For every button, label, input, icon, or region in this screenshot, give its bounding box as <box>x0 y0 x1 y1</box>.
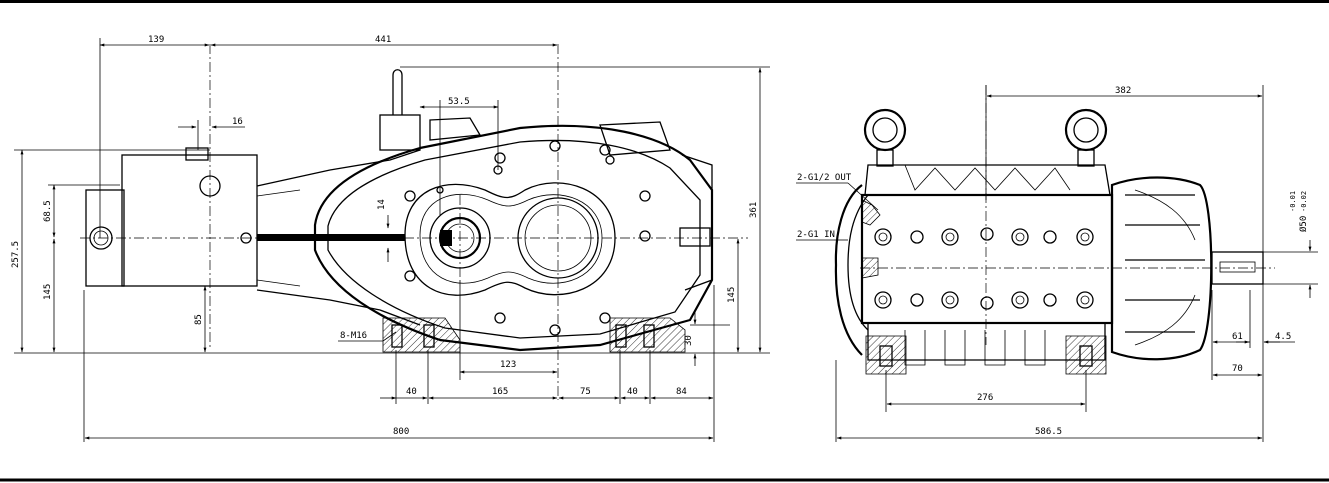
dim-shaft-diameter: Ø50 <box>1298 216 1309 232</box>
bearing-flange <box>681 154 713 291</box>
dim-361: 361 <box>749 202 759 218</box>
label-outlet: 2-G1/2 OUT <box>797 173 852 183</box>
foot-right <box>1065 335 1107 375</box>
manifold-ports <box>874 227 1094 310</box>
dim-165: 165 <box>492 387 508 397</box>
dim-145-right: 145 <box>727 287 737 303</box>
gear-cover <box>404 182 616 296</box>
front-dimensions: 139 441 16 53.5 14 257.5 68.5 145 85 361… <box>11 35 770 442</box>
label-8-m16: 8-M16 <box>340 331 367 341</box>
dim-shaft-tol-lower: -0.02 <box>1300 191 1308 212</box>
lifting-handle <box>392 69 403 115</box>
dim-586-5: 586.5 <box>1035 427 1062 437</box>
dim-70: 70 <box>1232 364 1243 374</box>
side-view <box>834 85 1275 375</box>
dim-shaft-tol-upper: -0.01 <box>1289 191 1297 212</box>
dim-14: 14 <box>377 199 387 210</box>
lifting-eye-right-icon <box>1064 108 1108 152</box>
mounting-feet <box>382 317 686 353</box>
dim-53-5: 53.5 <box>448 97 470 107</box>
dim-16: 16 <box>232 117 243 127</box>
dim-68-5: 68.5 <box>43 200 53 222</box>
crankcase-outline <box>313 124 714 352</box>
dim-441: 441 <box>375 35 391 45</box>
dim-139: 139 <box>148 35 164 45</box>
dim-800: 800 <box>393 427 409 437</box>
front-view <box>80 44 748 400</box>
side-dimensions: 382 2-G1/2 OUT 2-G1 IN Ø50 -0.01 -0.02 6… <box>796 85 1318 442</box>
dim-85: 85 <box>194 314 204 325</box>
label-inlet: 2-G1 IN <box>797 230 835 240</box>
dim-84: 84 <box>676 387 687 397</box>
piston-rod <box>257 234 405 241</box>
dim-40-a: 40 <box>406 387 417 397</box>
dim-4-5: 4.5 <box>1275 332 1291 342</box>
valve-housing <box>121 154 258 287</box>
manifold-body <box>860 193 1114 325</box>
gear-end-cover <box>1110 176 1213 361</box>
dim-257-5: 257.5 <box>11 241 21 268</box>
dim-382: 382 <box>1115 86 1131 96</box>
dim-40-b: 40 <box>627 387 638 397</box>
lifting-eye-left-icon <box>863 108 907 152</box>
dim-123: 123 <box>500 360 516 370</box>
dim-276: 276 <box>977 393 993 403</box>
dim-61: 61 <box>1232 332 1243 342</box>
cover-bolts <box>404 140 651 336</box>
dim-145-left: 145 <box>43 284 53 300</box>
dim-30: 30 <box>684 335 694 346</box>
foot-left <box>865 335 907 375</box>
dim-75: 75 <box>580 387 591 397</box>
